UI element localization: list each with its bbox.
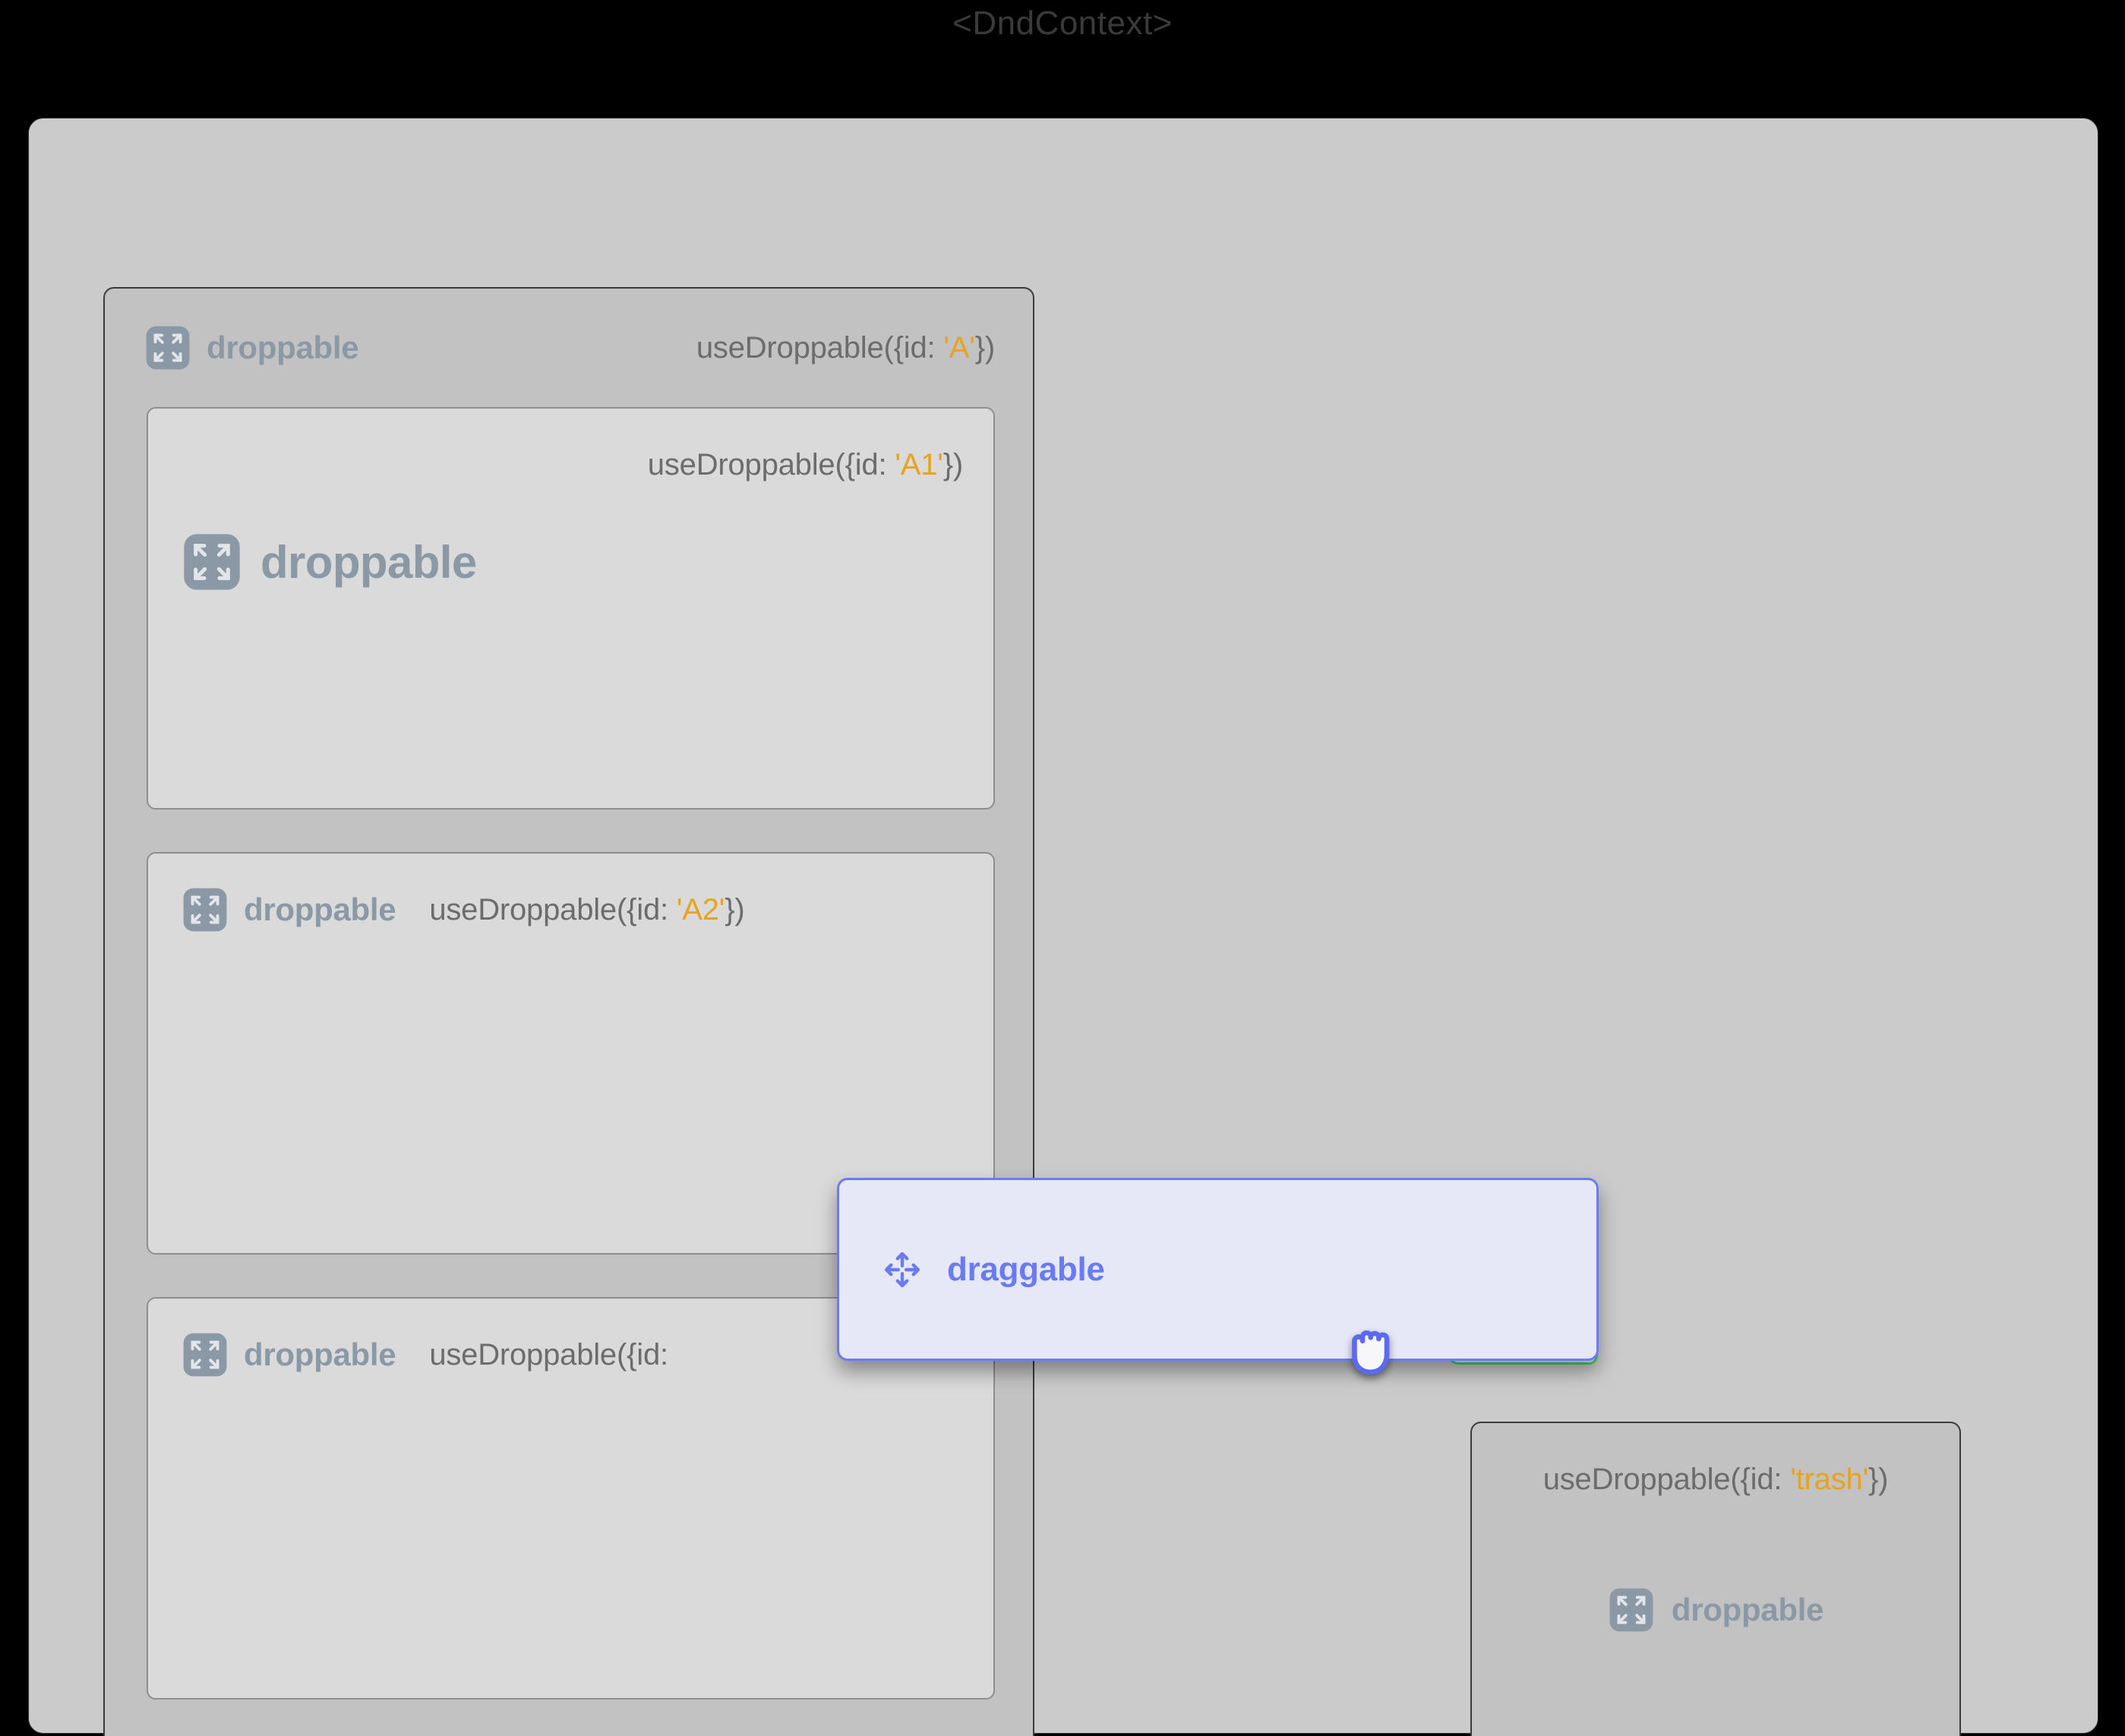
hook-id: 'A'	[943, 330, 975, 365]
hook-prefix: useDroppable({id:	[429, 1337, 668, 1371]
hook-prefix: useDroppable({id:	[429, 892, 677, 926]
droppable-a3-label: droppable	[244, 1337, 396, 1372]
droppable-box-a1[interactable]: useDroppable({id: 'A1'}) droppable	[147, 407, 995, 810]
hook-prefix: useDroppable({id:	[647, 448, 895, 481]
droppable-a2-label: droppable	[244, 892, 396, 927]
hook-suffix: })	[943, 448, 963, 481]
droppable-trash-hook: useDroppable({id: 'trash'})	[1472, 1463, 1959, 1497]
droppable-expand-icon	[184, 534, 240, 590]
droppable-a2-chip: droppable	[182, 886, 396, 933]
droppable-a1-label: droppable	[260, 536, 477, 588]
grabbing-hand-cursor	[1352, 1330, 1390, 1375]
droppable-container-a[interactable]: droppable useDroppable({id: 'A'}) useDro…	[103, 287, 1034, 1736]
droppable-a-chip: droppable	[144, 324, 359, 371]
droppable-box-a3[interactable]: droppable useDroppable({id:	[147, 1297, 995, 1700]
droppable-a-hook: useDroppable({id: 'A'})	[696, 331, 995, 365]
droppable-a2-hook: useDroppable({id: 'A2'})	[429, 893, 744, 927]
draggable-label: draggable	[947, 1250, 1105, 1288]
droppable-expand-icon	[183, 888, 227, 932]
droppable-a-label: droppable	[207, 330, 359, 365]
hook-suffix: })	[974, 330, 995, 365]
droppable-a1-chip: droppable	[182, 532, 477, 592]
hook-prefix: useDroppable({id:	[1542, 1463, 1791, 1496]
move-arrows-icon	[884, 1251, 920, 1287]
hook-prefix: useDroppable({id:	[696, 330, 944, 365]
hook-suffix: })	[725, 892, 745, 926]
droppable-trash-chip: droppable	[1472, 1586, 1959, 1633]
droppable-trash-label: droppable	[1671, 1592, 1824, 1627]
droppable-a3-chip: droppable	[182, 1331, 396, 1378]
droppable-a2-header: droppable useDroppable({id: 'A2'})	[148, 875, 993, 945]
droppable-expand-icon	[183, 1333, 227, 1377]
droppable-expand-icon	[1609, 1588, 1653, 1632]
hook-id: 'A1'	[895, 448, 943, 481]
dnd-context-surface: droppable useDroppable({id: 'A'}) useDro…	[28, 118, 2098, 1736]
droppable-a3-hook: useDroppable({id:	[429, 1338, 668, 1372]
droppable-a-header: droppable useDroppable({id: 'A'})	[105, 313, 1033, 383]
hook-suffix: })	[1868, 1463, 1889, 1496]
droppable-container-trash[interactable]: useDroppable({id: 'trash'}) droppable	[1470, 1422, 1961, 1736]
droppable-expand-icon	[146, 326, 190, 370]
drag-overlay-card[interactable]: draggable	[837, 1178, 1599, 1361]
hook-id: 'A2'	[676, 892, 725, 926]
droppable-a3-header: droppable useDroppable({id:	[148, 1320, 993, 1390]
droppable-a1-hook: useDroppable({id: 'A1'})	[648, 448, 963, 482]
hook-id: 'trash'	[1790, 1463, 1869, 1496]
droppable-box-a2[interactable]: droppable useDroppable({id: 'A2'})	[147, 852, 995, 1255]
dnd-context-title: <DndContext>	[952, 5, 1173, 42]
